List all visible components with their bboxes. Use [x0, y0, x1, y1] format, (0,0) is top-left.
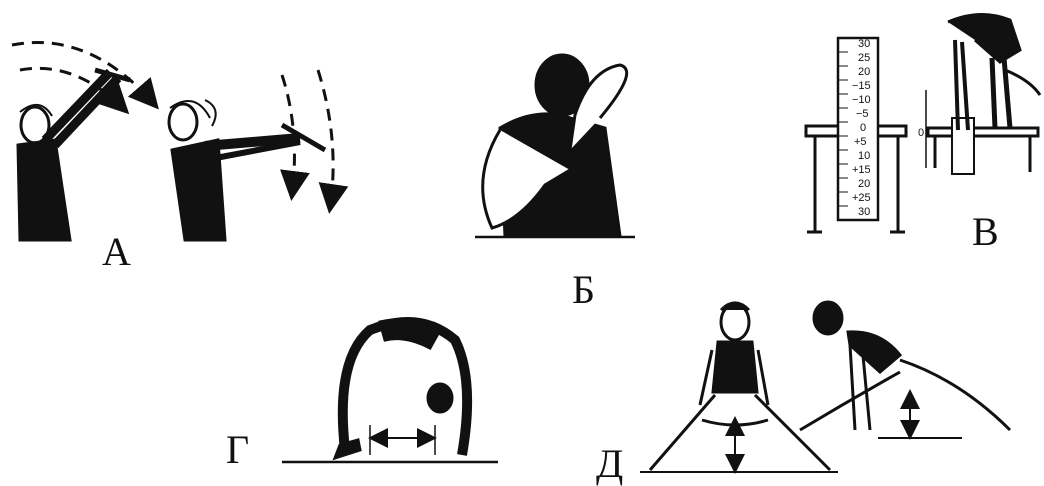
- figure-g-bridge: [282, 320, 498, 462]
- ruler-tick: −15: [852, 80, 871, 92]
- figure-a-shoulder-rotation: [12, 43, 333, 241]
- label-d: Д: [596, 444, 623, 484]
- figure-b-hands-behind-back: [475, 55, 635, 237]
- ruler-tick: 30: [858, 38, 870, 50]
- ruler-tick: 25: [858, 52, 870, 64]
- person-a1: [18, 70, 130, 240]
- ruler-tick: 30: [858, 206, 870, 218]
- figure-v-forward-bend: [806, 14, 1040, 232]
- figure-d-splits: [640, 302, 1010, 472]
- person-a2: [169, 100, 325, 240]
- motion-arc-down-2: [318, 70, 333, 208]
- ruler-tick: 20: [858, 66, 870, 78]
- label-a: А: [102, 232, 131, 272]
- ruler-tick: −10: [852, 94, 871, 106]
- ruler-tick: 0: [860, 122, 866, 134]
- ruler-tick: 20: [858, 178, 870, 190]
- label-v: В: [972, 212, 999, 252]
- label-b: Б: [572, 270, 595, 310]
- ruler-tick: −5: [856, 108, 869, 120]
- ruler-tick: +25: [852, 192, 871, 204]
- bench-zero-mark: 0: [918, 127, 924, 139]
- ruler-tick: 10: [858, 150, 870, 162]
- ruler-tick: +15: [852, 164, 871, 176]
- label-g: Г: [226, 430, 249, 470]
- ruler-tick: +5: [854, 136, 867, 148]
